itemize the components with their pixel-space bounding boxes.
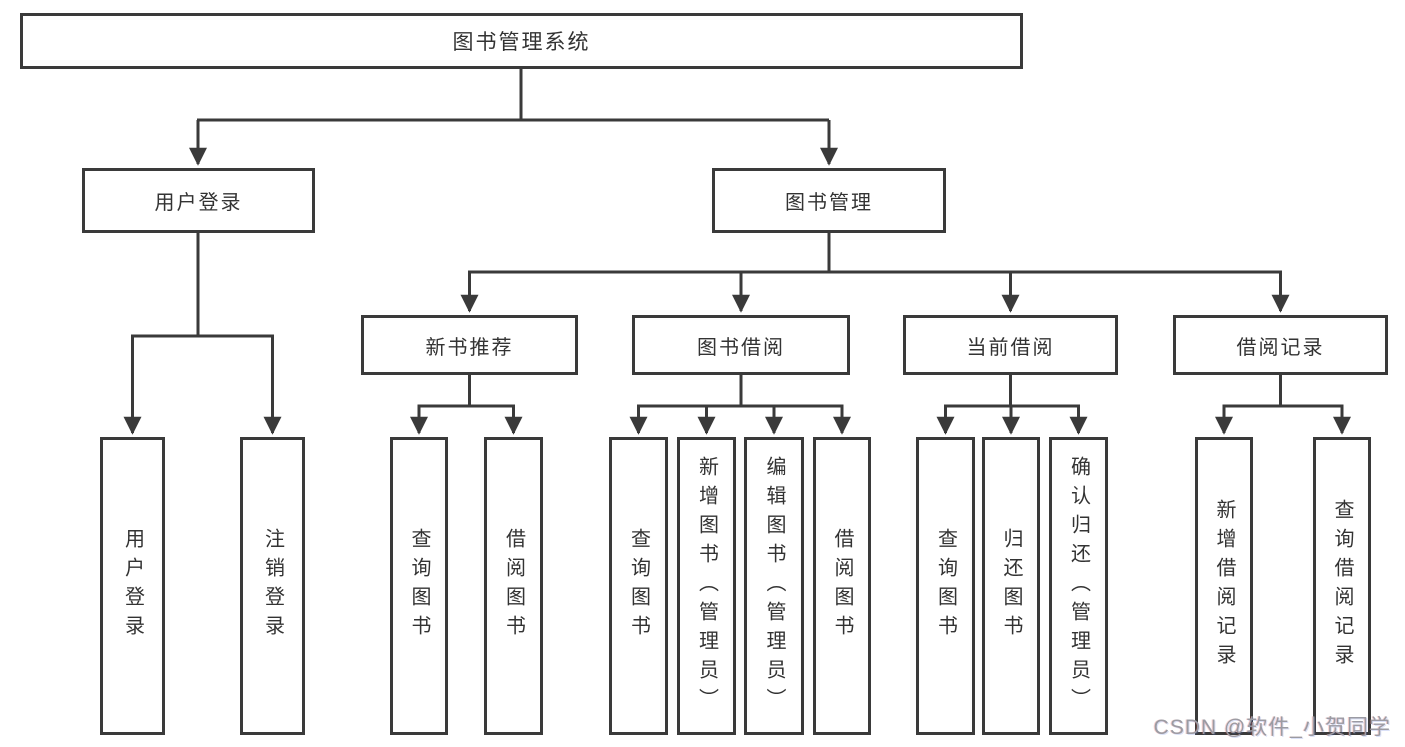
leaf-records-query-record: 查询借阅记录 [1313,437,1371,735]
leaf-logout: 注销登录 [240,437,305,735]
node-user-login: 用户登录 [82,168,315,233]
watermark: CSDN @软件_小贺同学 [1153,716,1391,739]
leaf-current-query-books: 查询图书 [916,437,975,735]
node-book-management: 图书管理 [712,168,946,233]
leaf-borrowing-borrow-books: 借阅图书 [813,437,871,735]
node-new-book-recommendation: 新书推荐 [361,315,578,375]
leaf-borrowing-edit-books-admin: 编辑图书（管理员） [744,437,804,735]
leaf-recommend-borrow-books: 借阅图书 [484,437,543,735]
node-borrowing-records: 借阅记录 [1173,315,1388,375]
leaf-recommend-query-books: 查询图书 [390,437,448,735]
leaf-borrowing-add-books-admin: 新增图书（管理员） [677,437,736,735]
leaf-borrowing-query-books: 查询图书 [609,437,668,735]
node-root: 图书管理系统 [20,13,1023,69]
node-book-borrowing: 图书借阅 [632,315,850,375]
node-current-borrowing: 当前借阅 [903,315,1118,375]
leaf-current-return-books: 归还图书 [982,437,1040,735]
leaf-records-add-record: 新增借阅记录 [1195,437,1253,735]
leaf-current-confirm-return-admin: 确认归还（管理员） [1049,437,1108,735]
leaf-user-login: 用户登录 [100,437,165,735]
